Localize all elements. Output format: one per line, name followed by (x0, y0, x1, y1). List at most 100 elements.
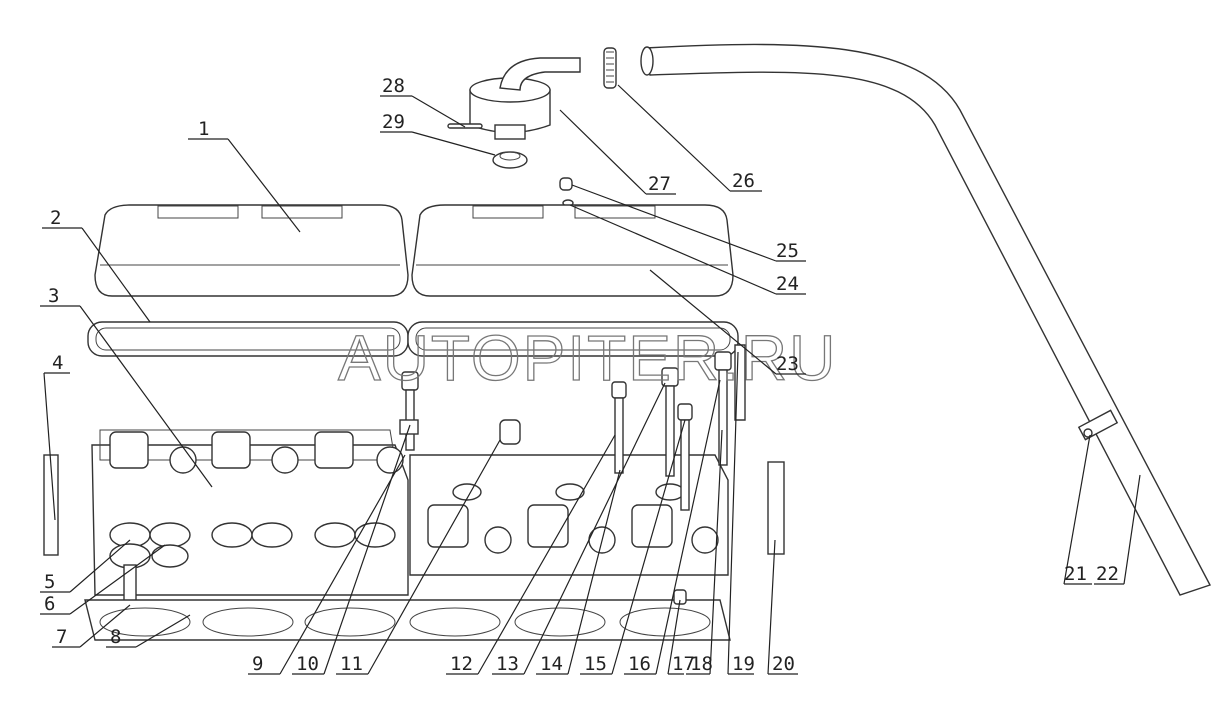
callout-number: 26 (732, 170, 755, 192)
callout-3: 3 (40, 285, 213, 488)
callout-number: 29 (382, 111, 405, 133)
callout-number: 7 (56, 626, 67, 648)
callout-number: 4 (52, 352, 63, 374)
breather-cap (447, 57, 581, 169)
callout-9: 9 (248, 454, 406, 675)
valve-cover-gasket (87, 321, 739, 357)
callout-number: 24 (776, 273, 799, 295)
callout-number: 21 (1064, 563, 1087, 585)
head-bolts (399, 344, 746, 511)
leader-line (1063, 434, 1092, 585)
leader-line (536, 469, 621, 675)
callout-4: 4 (43, 352, 70, 521)
leader-line (40, 305, 213, 488)
callout-number: 20 (772, 653, 795, 675)
callout-13: 13 (492, 382, 666, 675)
callout-27: 27 (559, 109, 676, 195)
leader-line (624, 379, 721, 675)
callout-28: 28 (380, 75, 466, 128)
callout-25: 25 (571, 184, 806, 262)
cap-nut (559, 177, 574, 207)
head-gasket (84, 589, 731, 641)
callout-number: 22 (1096, 563, 1119, 585)
callout-number: 3 (48, 285, 59, 307)
callout-10: 10 (292, 424, 411, 675)
callout-2: 2 (42, 207, 151, 323)
callout-16: 16 (624, 379, 721, 675)
callout-1: 1 (188, 118, 301, 233)
leader-line (106, 614, 191, 648)
callout-number: 1 (198, 118, 209, 140)
callout-5: 5 (40, 539, 131, 593)
leader-line (569, 204, 806, 295)
callout-11: 11 (336, 439, 501, 675)
leader-line (559, 109, 676, 195)
leader-line (380, 95, 466, 128)
leader-line (188, 138, 301, 233)
callout-number: 19 (732, 653, 755, 675)
callout-number: 16 (628, 653, 651, 675)
leader-line (40, 544, 166, 615)
callout-number: 5 (44, 571, 55, 593)
callout-14: 14 (536, 469, 621, 675)
callout-number: 15 (584, 653, 607, 675)
callout-number: 12 (450, 653, 473, 675)
callout-number: 18 (690, 653, 713, 675)
end-plate-left (43, 454, 59, 556)
leader-line (446, 434, 616, 675)
cylinder-head-front (91, 429, 409, 606)
callout-number: 28 (382, 75, 405, 97)
valve-cover-front (94, 204, 409, 297)
leader-line (667, 599, 684, 675)
end-plate-right (767, 461, 785, 555)
callout-26: 26 (617, 84, 762, 192)
leader-line (248, 454, 406, 675)
callout-29: 29 (380, 111, 496, 156)
leader-line (40, 539, 131, 593)
leader-line (571, 184, 806, 262)
leader-line (492, 382, 666, 675)
leader-line (292, 424, 411, 675)
leader-line (52, 604, 131, 648)
leader-line (336, 439, 501, 675)
callout-15: 15 (580, 419, 686, 675)
leader-line (580, 419, 686, 675)
callout-number: 17 (672, 653, 695, 675)
callout-number: 8 (110, 626, 121, 648)
callout-number: 9 (252, 653, 263, 675)
callout-number: 11 (340, 653, 363, 675)
hose-clamp (603, 47, 617, 89)
callout-22: 22 (1094, 474, 1141, 585)
leader-line (767, 539, 798, 675)
callout-number: 13 (496, 653, 519, 675)
callout-20: 20 (767, 539, 798, 675)
callout-number: 6 (44, 593, 55, 615)
watermark: AUTOPITER.RU (338, 322, 837, 394)
leader-line (380, 131, 496, 156)
leader-line (727, 351, 754, 675)
breather-pipe (640, 43, 1212, 596)
callout-number: 2 (50, 207, 61, 229)
leader-line (617, 84, 762, 192)
callout-7: 7 (52, 604, 131, 648)
leader-line (686, 429, 723, 675)
leader-line (43, 372, 70, 521)
callout-12: 12 (446, 434, 616, 675)
callout-6: 6 (40, 544, 166, 615)
callout-number: 27 (648, 173, 671, 195)
callout-21: 21 (1063, 434, 1092, 585)
callout-number: 14 (540, 653, 563, 675)
callout-24: 24 (569, 204, 806, 295)
callout-8: 8 (106, 614, 191, 648)
callout-23: 23 (649, 269, 806, 375)
callout-number: 10 (296, 653, 319, 675)
callout-19: 19 (727, 351, 755, 675)
leader-line (649, 269, 806, 375)
callout-17: 17 (667, 599, 695, 675)
callout-number: 23 (776, 353, 799, 375)
valve-cover-rear (411, 204, 734, 297)
callout-number: 25 (776, 240, 799, 262)
leader-line (42, 227, 151, 323)
